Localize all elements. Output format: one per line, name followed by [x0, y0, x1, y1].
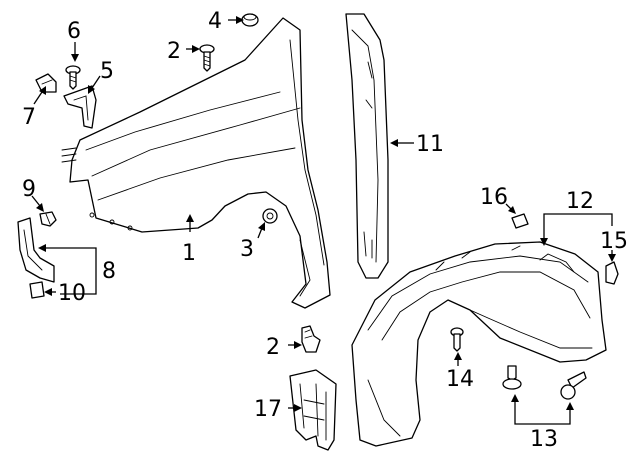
cap-part-4	[241, 13, 259, 27]
callout-11: 11	[416, 132, 444, 157]
clip-part-10	[29, 281, 45, 299]
bracket-part	[289, 369, 337, 451]
bolt-part-2-bottom	[301, 325, 321, 353]
screw-part-13-right	[560, 371, 587, 400]
bolt-part-2-top	[199, 44, 215, 72]
clip-part-15	[605, 261, 619, 285]
leader-lines	[31, 16, 616, 425]
callout-12: 12	[566, 189, 594, 214]
callout-3: 3	[240, 237, 254, 262]
callout-17: 17	[254, 397, 282, 422]
callout-6: 6	[67, 19, 81, 44]
callout-4: 4	[208, 9, 222, 34]
fender-seal-part	[345, 13, 389, 279]
callout-labels: 1 2 2 3 4 5 6 7 8 9 10 11 12 13 14 15 16…	[22, 9, 628, 452]
fender-part	[61, 17, 331, 309]
screw-part-13-left	[502, 365, 522, 390]
side-bracket-part	[17, 217, 55, 283]
callout-16: 16	[480, 185, 508, 210]
fender-liner-part	[351, 241, 607, 447]
callout-2-bottom: 2	[266, 335, 280, 360]
bolt-part-9	[39, 211, 57, 227]
callout-15: 15	[600, 229, 628, 254]
callout-14: 14	[446, 367, 474, 392]
screw-part-14	[450, 327, 464, 352]
clip-part-16	[511, 213, 529, 229]
callout-13: 13	[530, 427, 558, 452]
nut-part-3	[262, 208, 278, 224]
callout-5: 5	[100, 59, 114, 84]
callout-8: 8	[102, 259, 116, 284]
callout-2-top: 2	[167, 39, 181, 64]
callout-9: 9	[22, 177, 36, 202]
callout-1: 1	[182, 241, 196, 266]
callout-10: 10	[58, 281, 86, 306]
callout-7: 7	[22, 105, 36, 130]
upper-bracket-part	[63, 85, 97, 129]
bolt-part-6	[65, 65, 81, 90]
